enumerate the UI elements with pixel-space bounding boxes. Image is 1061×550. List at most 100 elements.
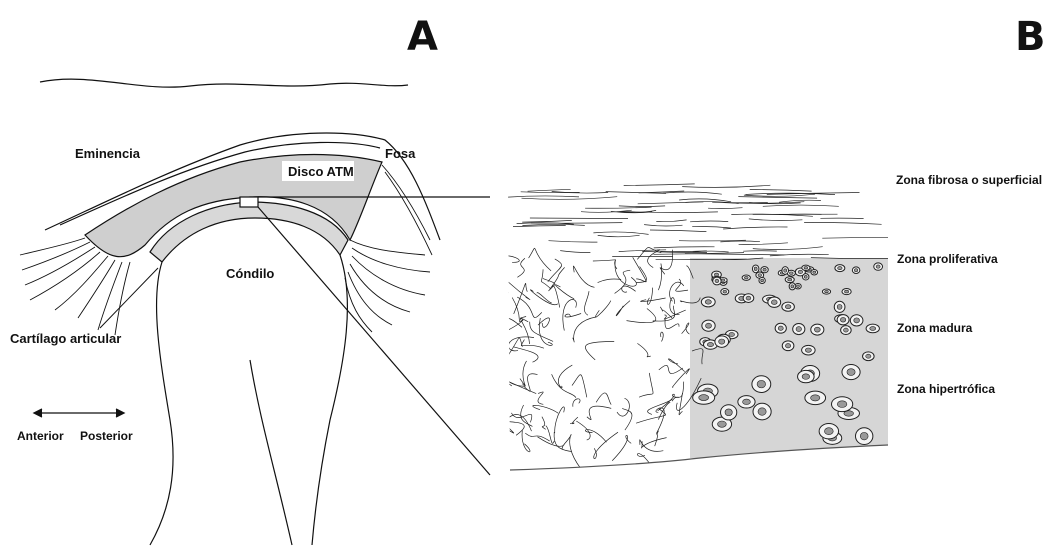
chondrocyte bbox=[834, 301, 845, 312]
fibre-stroke bbox=[513, 226, 566, 227]
condyle-ramus-inner bbox=[250, 360, 292, 545]
fibre-stroke bbox=[656, 220, 686, 222]
fibre-stroke bbox=[753, 247, 823, 250]
chondrocyte bbox=[842, 289, 851, 295]
fibre-stroke bbox=[692, 227, 731, 228]
chondrocyte bbox=[841, 326, 852, 335]
chondrocyte bbox=[802, 345, 815, 355]
chondrocyte bbox=[850, 315, 863, 326]
fibre-stroke bbox=[619, 206, 665, 207]
fibre-stroke bbox=[654, 247, 715, 248]
fibre-stroke bbox=[750, 190, 812, 192]
fibre-stroke bbox=[494, 420, 524, 435]
fibre-stroke bbox=[550, 267, 565, 289]
fibre-stroke bbox=[637, 343, 650, 356]
fibre-stroke bbox=[636, 409, 666, 423]
label-cartilage: Cartílago articular bbox=[10, 331, 121, 346]
fibre-stroke bbox=[627, 309, 656, 323]
fibre-stroke bbox=[555, 285, 574, 299]
fibre-stroke bbox=[641, 438, 666, 448]
chondrocyte bbox=[811, 270, 818, 275]
chondrocyte bbox=[855, 428, 872, 445]
label-posterior: Posterior bbox=[80, 429, 133, 443]
chondrocyte bbox=[715, 336, 729, 347]
chondrocyte bbox=[782, 302, 795, 311]
fibre-stroke bbox=[530, 218, 628, 219]
fibre-stroke bbox=[633, 257, 647, 282]
fibre-stroke bbox=[533, 405, 558, 413]
label-zone-proliferative: Zona proliferativa bbox=[897, 252, 998, 266]
fibre-stroke bbox=[548, 259, 562, 282]
chondrocyte bbox=[759, 277, 765, 283]
fibre-stroke bbox=[720, 241, 760, 242]
fibre-stroke bbox=[517, 258, 525, 277]
label-zone-fibrous: Zona fibrosa o superficial bbox=[896, 173, 1042, 187]
fibre-stroke bbox=[641, 298, 666, 302]
chondrocyte bbox=[743, 294, 754, 303]
label-condyle: Cóndilo bbox=[226, 266, 274, 281]
fibre-stroke bbox=[638, 202, 704, 204]
fibre-stroke bbox=[676, 279, 688, 291]
chondrocyte bbox=[785, 277, 794, 283]
chondrocyte bbox=[721, 405, 737, 420]
fibre-stroke bbox=[738, 197, 817, 199]
fibre-stroke bbox=[502, 317, 526, 334]
fibre-stroke bbox=[573, 317, 597, 342]
label-anterior: Anterior bbox=[17, 429, 64, 443]
chondrocyte bbox=[835, 265, 845, 272]
chondrocyte bbox=[693, 391, 715, 404]
direction-arrow bbox=[34, 409, 124, 417]
fibre-stroke bbox=[520, 318, 529, 344]
fibre-stroke bbox=[521, 340, 544, 349]
chondrocyte bbox=[753, 403, 771, 420]
fibre-stroke bbox=[617, 398, 629, 416]
fibre-stroke bbox=[499, 256, 519, 263]
fibre-stroke bbox=[497, 344, 507, 350]
label-zone-mature: Zona madura bbox=[897, 321, 973, 335]
label-disc: Disco ATM bbox=[288, 164, 354, 179]
chondrocyte bbox=[802, 265, 810, 270]
chondrocyte bbox=[713, 277, 721, 285]
fibre-stroke bbox=[723, 227, 787, 229]
chondrocyte bbox=[822, 289, 830, 294]
fibre-stroke bbox=[511, 413, 531, 423]
panel-b bbox=[493, 184, 901, 471]
fibre-stroke bbox=[664, 310, 686, 319]
chondrocyte bbox=[819, 423, 838, 438]
fibre-stroke bbox=[660, 250, 673, 275]
fibre-stroke bbox=[679, 240, 746, 241]
fibre-stroke bbox=[622, 408, 632, 430]
fibre-stroke bbox=[554, 432, 572, 451]
fibre-stroke bbox=[595, 301, 610, 318]
fibre-stroke bbox=[822, 237, 895, 238]
chondrocyte bbox=[803, 274, 809, 280]
chondrocyte bbox=[701, 297, 715, 307]
fibre-stroke bbox=[594, 432, 618, 458]
fibre-stroke bbox=[658, 394, 679, 411]
condyle-outline-posterior bbox=[312, 255, 347, 545]
fibre-stroke bbox=[558, 365, 572, 388]
fibre-stroke bbox=[576, 421, 590, 440]
chondrocyte bbox=[782, 267, 789, 275]
fibre-stroke bbox=[549, 241, 598, 242]
fibre-stroke bbox=[584, 291, 589, 315]
fibre-stroke bbox=[593, 232, 648, 234]
fibre-stroke bbox=[622, 286, 636, 292]
chondrocyte bbox=[863, 352, 875, 361]
fibre-stroke bbox=[644, 225, 682, 226]
fibre-stroke bbox=[560, 251, 590, 253]
chondrocyte bbox=[874, 263, 883, 270]
fibre-stroke bbox=[637, 247, 661, 259]
fibre-stroke bbox=[708, 208, 742, 209]
sample-box bbox=[240, 197, 258, 207]
fibre-stroke bbox=[744, 194, 815, 196]
chondrocyte bbox=[793, 324, 805, 335]
skull-surface-line bbox=[40, 79, 408, 87]
chondrocyte bbox=[721, 289, 729, 295]
fibre-stroke bbox=[804, 222, 882, 224]
fibre-stroke bbox=[587, 406, 611, 420]
fibre-stroke bbox=[564, 435, 580, 469]
zoom-line-lower bbox=[258, 207, 490, 475]
chondrocyte bbox=[837, 315, 849, 325]
